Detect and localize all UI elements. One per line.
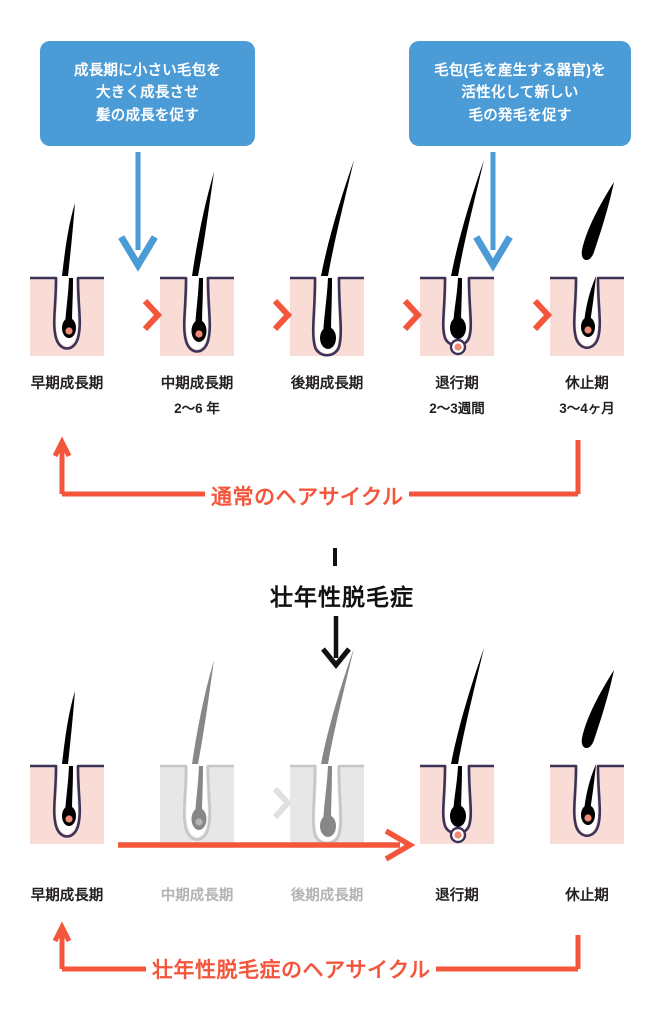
callout-growth-bubble: 成長期に小さい毛包を 大きく成長させ 髪の成長を促す <box>40 41 255 146</box>
follicle-early-anagen <box>30 203 104 356</box>
stage-label-normal-1: 早期成長期 <box>30 376 104 392</box>
follicle-bald-mid-anagen-skipped <box>160 660 234 844</box>
chevron-right-icon-4 <box>532 298 553 332</box>
stage-label-normal-5: 休止期 <box>565 376 609 392</box>
callout-growth-text: 成長期に小さい毛包を 大きく成長させ 髪の成長を促す <box>74 62 221 124</box>
arrow-right-icon-skip <box>118 828 416 862</box>
stage-duration-normal-4: 2〜3週間 <box>429 401 485 416</box>
chevron-right-icon-muted <box>272 786 293 820</box>
follicle-telogen <box>550 182 624 356</box>
follicle-bald-telogen <box>550 670 624 844</box>
follicle-mid-anagen <box>160 172 234 356</box>
callout-follicle-arrow <box>473 152 513 272</box>
follicle-catagen <box>420 160 494 356</box>
arrow-down-icon <box>321 616 351 669</box>
callout-follicle-bubble: 毛包(毛を産生する器官)を 活性化して新しい 毛の発毛を促す <box>409 41 631 146</box>
stage-label-normal-2: 中期成長期 <box>160 376 234 392</box>
stage-label-bald-5: 休止期 <box>565 888 609 904</box>
stage-duration-normal-5: 3〜4ヶ月 <box>559 401 615 416</box>
callout-growth-arrow <box>118 152 158 272</box>
stage-label-bald-4: 退行期 <box>435 888 479 904</box>
baldness-cycle-caption: 壮年性脱毛症のヘアサイクル <box>146 954 437 984</box>
callout-follicle-text: 毛包(毛を産生する器官)を 活性化して新しい 毛の発毛を促す <box>434 62 606 124</box>
chevron-right-icon-2 <box>272 298 293 332</box>
stage-label-normal-3: 後期成長期 <box>290 376 364 392</box>
chevron-right-icon-1 <box>142 298 163 332</box>
stage-duration-normal-2: 2〜6 年 <box>174 401 220 416</box>
follicle-bald-early-anagen <box>30 691 104 844</box>
transition-tick <box>333 548 337 566</box>
follicle-bald-late-anagen-skipped <box>290 648 364 845</box>
stage-label-bald-1: 早期成長期 <box>30 888 104 904</box>
stage-label-bald-2: 中期成長期 <box>160 888 234 904</box>
chevron-right-icon-3 <box>402 298 423 332</box>
follicle-bald-catagen <box>420 648 494 844</box>
follicle-late-anagen <box>290 160 364 357</box>
stage-label-bald-3: 後期成長期 <box>290 888 364 904</box>
transition-label: 壮年性脱毛症 <box>270 584 414 610</box>
stage-label-normal-4: 退行期 <box>435 376 479 392</box>
normal-cycle-caption: 通常のヘアサイクル <box>205 481 410 511</box>
